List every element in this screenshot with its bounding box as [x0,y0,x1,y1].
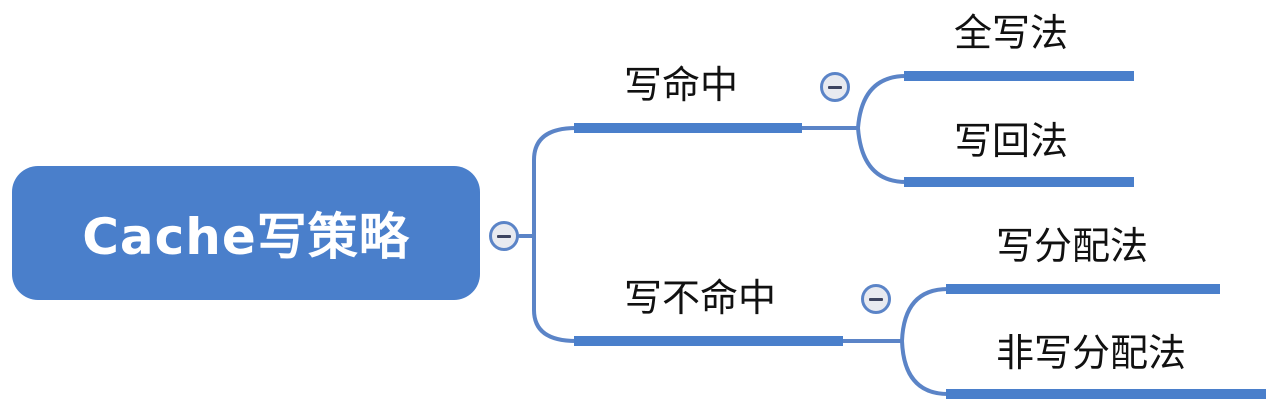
minus-circle-icon [828,85,842,89]
branch-label-write-miss: 写不命中 [624,276,777,320]
leaf-label-write-back: 写回法 [954,119,1069,163]
leaf-label-write-allocate: 写分配法 [996,224,1149,268]
minus-circle-icon [869,297,883,301]
leaf-underline-no-write-allocate [946,389,1266,399]
root-label: Cache写策略 [82,208,410,266]
minus-circle-icon [497,234,511,238]
branch-underline-write-hit [574,123,802,133]
leaf-underline-write-through [904,71,1134,81]
collapse-branch-write-hit-button[interactable] [820,72,850,102]
collapse-branch-write-miss-button[interactable] [861,284,891,314]
leaf-label-no-write-allocate: 非写分配法 [996,331,1187,375]
collapse-root-button[interactable] [489,221,519,251]
leaf-underline-write-allocate [946,284,1220,294]
branch-underline-write-miss [574,336,843,346]
leaf-underline-write-back [904,177,1134,187]
branch-label-write-hit: 写命中 [624,63,739,107]
leaf-label-write-through: 全写法 [954,11,1069,55]
root-node[interactable]: Cache写策略 [12,166,480,300]
